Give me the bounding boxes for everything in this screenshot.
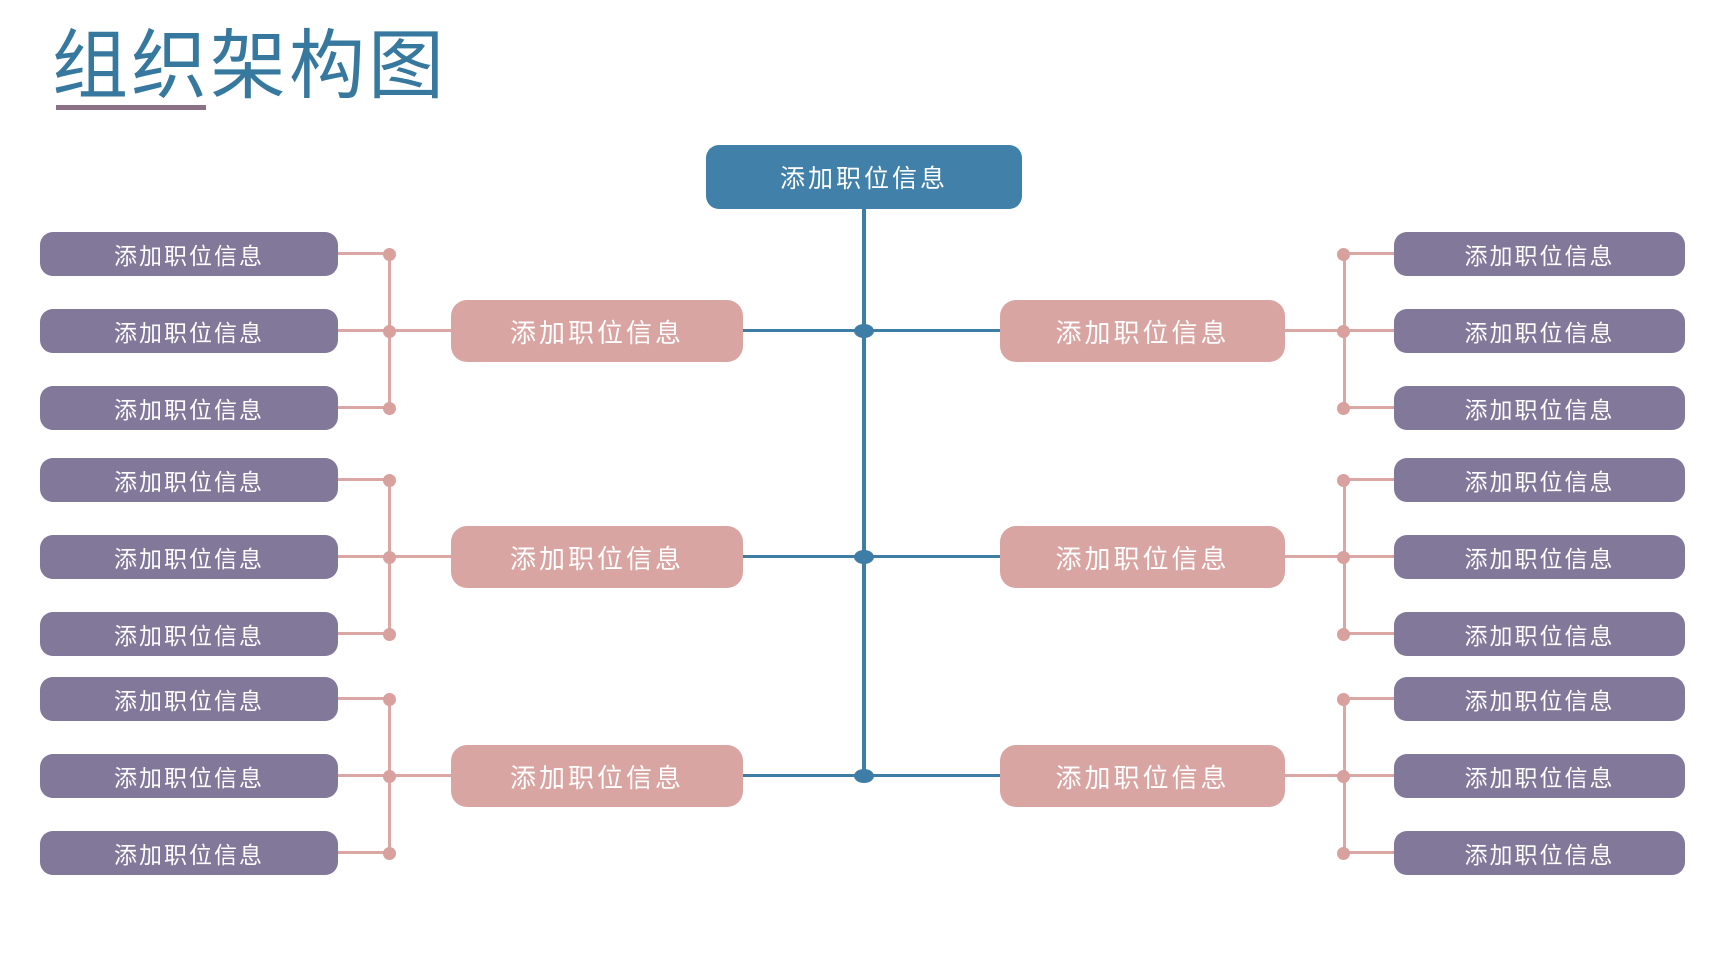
branch-junction-dot <box>383 248 396 261</box>
branch-junction-dot <box>383 325 396 338</box>
branch-junction-dot <box>383 628 396 641</box>
branch-junction-dot <box>1337 847 1350 860</box>
branch-junction-dot <box>383 551 396 564</box>
leaf-node[interactable]: 添加职位信息 <box>1394 309 1685 353</box>
leaf-node[interactable]: 添加职位信息 <box>1394 458 1685 502</box>
trunk-junction-dot <box>854 324 874 338</box>
trunk-junction-dot <box>854 550 874 564</box>
leaf-connector-line <box>1344 406 1394 409</box>
leaf-connector-line <box>1344 252 1394 255</box>
leaf-node[interactable]: 添加职位信息 <box>1394 232 1685 276</box>
branch-node[interactable]: 添加职位信息 <box>1000 745 1285 807</box>
branch-junction-dot <box>1337 474 1350 487</box>
leaf-node[interactable]: 添加职位信息 <box>40 232 338 276</box>
leaf-connector-line <box>338 697 390 700</box>
leaf-connector-line <box>1344 697 1394 700</box>
leaf-connector-line <box>338 851 390 854</box>
page-title: 组织架构图 <box>52 21 447 110</box>
leaf-node[interactable]: 添加职位信息 <box>40 831 338 875</box>
leaf-connector-line <box>338 632 390 635</box>
leaf-node[interactable]: 添加职位信息 <box>40 309 338 353</box>
leaf-node[interactable]: 添加职位信息 <box>1394 386 1685 430</box>
leaf-node[interactable]: 添加职位信息 <box>1394 754 1685 798</box>
leaf-connector-line <box>338 252 390 255</box>
leaf-node[interactable]: 添加职位信息 <box>40 535 338 579</box>
leaf-node[interactable]: 添加职位信息 <box>40 458 338 502</box>
branch-node[interactable]: 添加职位信息 <box>1000 300 1285 362</box>
branch-junction-dot <box>1337 551 1350 564</box>
leaf-connector-line <box>338 406 390 409</box>
leaf-connector-line <box>1344 478 1394 481</box>
branch-node[interactable]: 添加职位信息 <box>451 526 743 588</box>
leaf-node[interactable]: 添加职位信息 <box>1394 831 1685 875</box>
branch-node[interactable]: 添加职位信息 <box>451 300 743 362</box>
branch-junction-dot <box>383 474 396 487</box>
branch-junction-dot <box>383 770 396 783</box>
branch-junction-dot <box>383 402 396 415</box>
trunk-junction-dot <box>854 769 874 783</box>
leaf-node[interactable]: 添加职位信息 <box>1394 612 1685 656</box>
branch-junction-dot <box>1337 325 1350 338</box>
branch-junction-dot <box>1337 248 1350 261</box>
branch-junction-dot <box>383 693 396 706</box>
branch-junction-dot <box>1337 628 1350 641</box>
branch-junction-dot <box>1337 693 1350 706</box>
leaf-node[interactable]: 添加职位信息 <box>1394 535 1685 579</box>
leaf-connector-line <box>338 478 390 481</box>
branch-node[interactable]: 添加职位信息 <box>451 745 743 807</box>
branch-junction-dot <box>1337 402 1350 415</box>
leaf-node[interactable]: 添加职位信息 <box>40 612 338 656</box>
leaf-node[interactable]: 添加职位信息 <box>1394 677 1685 721</box>
leaf-connector-line <box>1344 851 1394 854</box>
branch-junction-dot <box>383 847 396 860</box>
leaf-node[interactable]: 添加职位信息 <box>40 386 338 430</box>
title-underline <box>56 105 206 110</box>
root-node[interactable]: 添加职位信息 <box>706 145 1022 209</box>
root-trunk-line <box>862 207 866 778</box>
leaf-connector-line <box>1344 632 1394 635</box>
leaf-node[interactable]: 添加职位信息 <box>40 677 338 721</box>
leaf-node[interactable]: 添加职位信息 <box>40 754 338 798</box>
branch-node[interactable]: 添加职位信息 <box>1000 526 1285 588</box>
branch-junction-dot <box>1337 770 1350 783</box>
